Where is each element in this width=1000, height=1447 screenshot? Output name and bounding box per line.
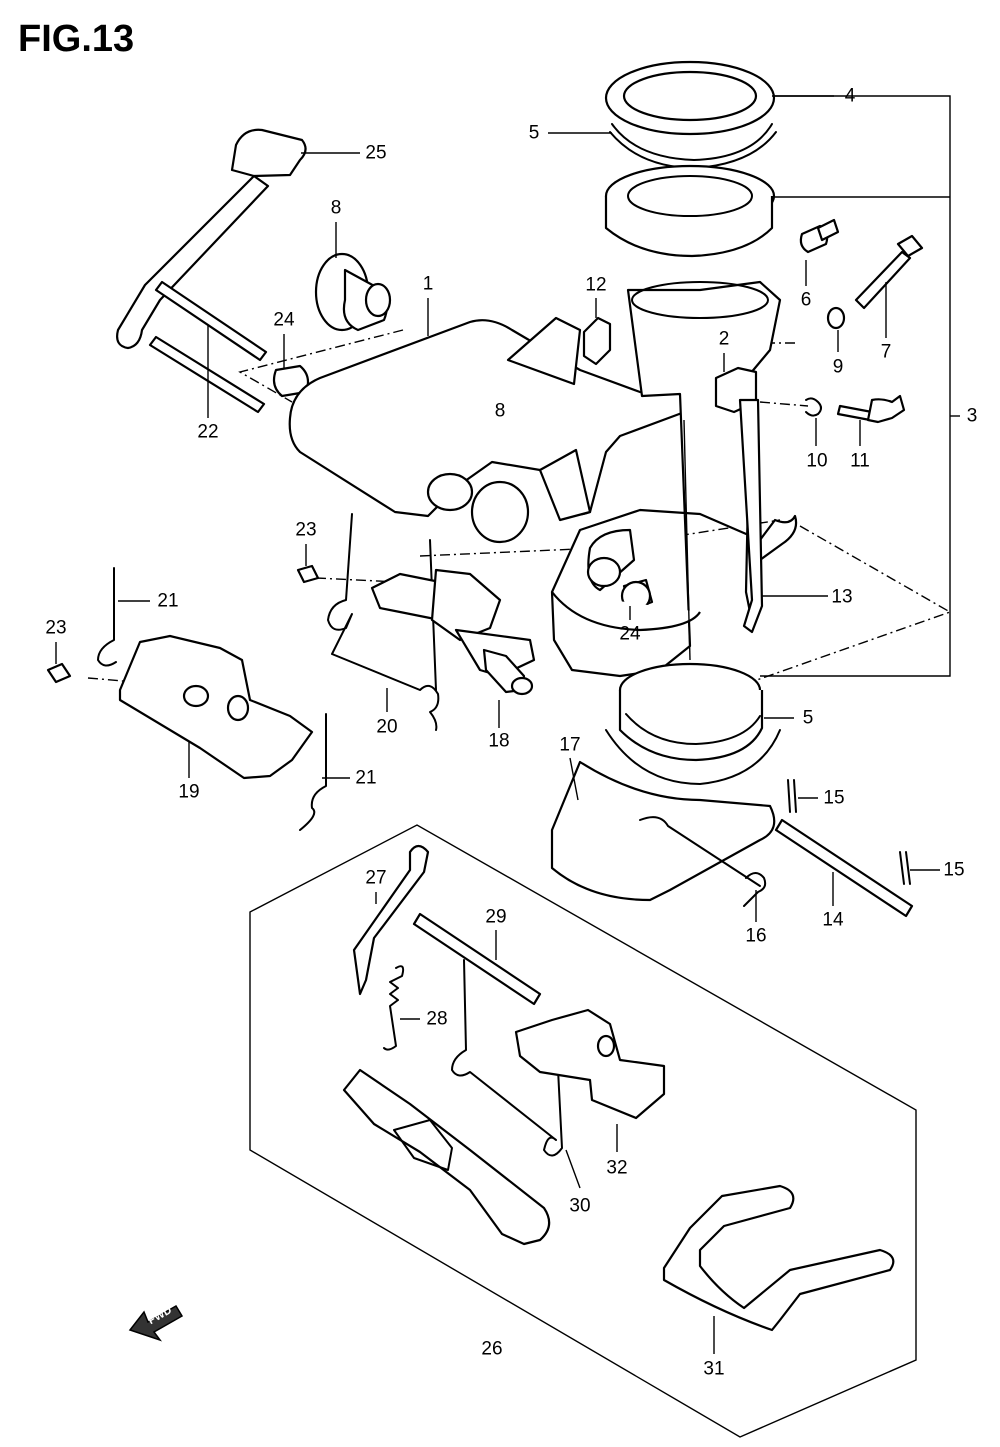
callout-part-14: 14 bbox=[822, 909, 844, 931]
callout-part-32: 32 bbox=[606, 1157, 628, 1179]
callout-part-31: 31 bbox=[703, 1358, 725, 1380]
part-9-washer bbox=[826, 306, 846, 352]
callout-part-21: 21 bbox=[157, 590, 179, 612]
callout-part-17: 17 bbox=[559, 734, 581, 756]
part-20-spring bbox=[327, 513, 440, 731]
callout-part-10: 10 bbox=[806, 450, 828, 472]
part-6-grease-nipple bbox=[799, 218, 840, 286]
part-10-spring bbox=[805, 397, 822, 446]
part-32-bracket bbox=[514, 1008, 666, 1152]
callout-part-16: 16 bbox=[745, 925, 767, 947]
callout-part-18: 18 bbox=[488, 730, 510, 752]
part-26-guard bbox=[342, 1068, 551, 1246]
part-21-spring-upper bbox=[97, 567, 150, 667]
callout-part-19: 19 bbox=[178, 781, 200, 803]
fwd-arrow-icon: FWD bbox=[128, 1304, 184, 1342]
part-19-bracket bbox=[118, 634, 314, 780]
bracket-part-3 bbox=[760, 95, 960, 677]
part-3-swivel-body bbox=[550, 280, 828, 678]
callout-part-9: 9 bbox=[832, 356, 844, 378]
part-23-screw-left bbox=[46, 642, 72, 684]
callout-part-25: 25 bbox=[365, 142, 387, 164]
callout-part-8: 8 bbox=[330, 197, 342, 219]
part-5-lower-seal bbox=[605, 662, 794, 785]
part-15-cotter-lower bbox=[899, 851, 940, 885]
callout-part-2: 2 bbox=[718, 328, 730, 350]
part-22-pins bbox=[148, 280, 268, 418]
callout-part-1: 1 bbox=[422, 273, 434, 295]
callout-part-23: 23 bbox=[45, 617, 67, 639]
part-29-pin bbox=[412, 912, 542, 1006]
part-21-spring-lower bbox=[299, 713, 350, 831]
callout-part-22: 22 bbox=[197, 421, 219, 443]
part-17-cover bbox=[550, 757, 776, 902]
part-1-clamp-bracket bbox=[288, 298, 692, 544]
part-12-clip bbox=[582, 298, 612, 366]
part-30-spring bbox=[451, 959, 581, 1189]
callout-part-29: 29 bbox=[485, 906, 507, 928]
part-23-screw-upper bbox=[296, 544, 320, 584]
callout-part-8: 8 bbox=[494, 400, 506, 422]
part-16-spring bbox=[743, 872, 767, 922]
callout-part-26: 26 bbox=[481, 1338, 503, 1360]
part-18-lock-assembly bbox=[370, 568, 536, 728]
part-13-lock bbox=[738, 398, 764, 634]
kit-box-part-26 bbox=[249, 824, 917, 1438]
callout-part-13: 13 bbox=[831, 586, 853, 608]
part-31-cradle bbox=[662, 1184, 895, 1354]
part-14-pin bbox=[774, 818, 914, 918]
part-11-wing-bolt bbox=[836, 394, 906, 446]
callout-part-24: 24 bbox=[619, 623, 641, 645]
callout-part-21: 21 bbox=[355, 767, 377, 789]
figure-title: FIG.13 bbox=[18, 18, 135, 60]
callout-part-20: 20 bbox=[376, 716, 398, 738]
part-28-spring bbox=[383, 965, 420, 1051]
callout-part-15: 15 bbox=[943, 859, 965, 881]
part-15-cotter-upper bbox=[787, 779, 818, 813]
part-8-bushing-upper bbox=[314, 222, 392, 332]
part-24-bushing-upper bbox=[272, 334, 310, 398]
callout-part-28: 28 bbox=[426, 1008, 448, 1030]
part-27-plate bbox=[352, 844, 430, 996]
callout-part-23: 23 bbox=[295, 519, 317, 541]
callout-part-12: 12 bbox=[585, 274, 607, 296]
callout-part-3: 3 bbox=[966, 405, 978, 427]
callout-part-11: 11 bbox=[850, 450, 870, 472]
callout-part-4: 4 bbox=[844, 85, 856, 107]
callout-part-6: 6 bbox=[800, 289, 812, 311]
part-4-upper-ring bbox=[604, 60, 834, 161]
callout-part-27: 27 bbox=[365, 867, 387, 889]
callout-part-5: 5 bbox=[528, 122, 540, 144]
callout-part-7: 7 bbox=[880, 341, 892, 363]
callout-part-30: 30 bbox=[569, 1195, 591, 1217]
callout-part-15: 15 bbox=[823, 787, 845, 809]
callout-part-5: 5 bbox=[802, 707, 814, 729]
callout-part-24: 24 bbox=[273, 309, 295, 331]
part-3-swivel-top bbox=[604, 164, 776, 258]
part-25-lever bbox=[116, 128, 360, 350]
part-7-bolt bbox=[854, 234, 924, 338]
